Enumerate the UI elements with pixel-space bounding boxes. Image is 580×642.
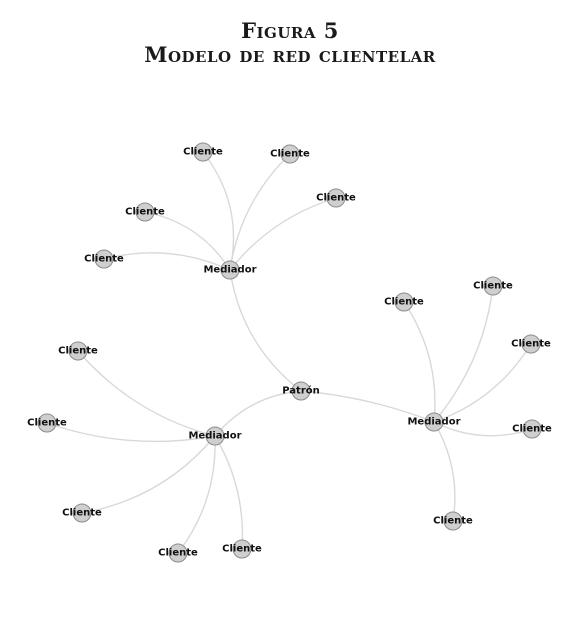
- node-circle-m3: [424, 412, 444, 432]
- node-mediador-m2: Mediador: [188, 426, 242, 446]
- node-circle-c7: [37, 413, 57, 433]
- node-label-c6: Cliente: [58, 346, 98, 357]
- edge-m2-c6: [77, 350, 216, 437]
- edges-layer: [46, 151, 533, 554]
- node-cliente-c13: Cliente: [511, 334, 551, 354]
- nodes-layer: PatrónMediadorMediadorMediadorClienteCli…: [27, 142, 552, 563]
- node-label-c10: Cliente: [222, 544, 262, 555]
- node-circle-c13: [521, 334, 541, 354]
- edge-m2-c7: [46, 422, 216, 443]
- node-circle-c2: [135, 202, 155, 222]
- node-label-c13: Cliente: [511, 339, 551, 350]
- node-label-c7: Cliente: [27, 418, 67, 429]
- node-cliente-c14: Cliente: [512, 419, 552, 439]
- edge-m2-c8: [81, 435, 216, 514]
- node-cliente-c9: Cliente: [158, 543, 198, 563]
- node-cliente-c10: Cliente: [222, 539, 262, 559]
- node-mediador-m1: Mediador: [203, 260, 257, 280]
- node-cliente-c11: Cliente: [384, 292, 424, 312]
- edge-m2-c9: [177, 435, 216, 554]
- node-cliente-c12: Cliente: [473, 276, 513, 296]
- node-label-c8: Cliente: [62, 508, 102, 519]
- node-circle-c12: [483, 276, 503, 296]
- edge-patron-m2: [214, 390, 302, 437]
- edge-m1-c1: [103, 252, 231, 271]
- edge-m2-c10: [214, 435, 244, 550]
- node-cliente-c6: Cliente: [58, 341, 98, 361]
- node-cliente-c5: Cliente: [316, 188, 356, 208]
- node-label-m1: Mediador: [203, 265, 256, 276]
- node-patron-patron: Patrón: [282, 381, 320, 401]
- node-circle-c3: [193, 142, 213, 162]
- edge-m1-c4: [229, 153, 291, 271]
- node-circle-m2: [205, 426, 225, 446]
- edge-m1-c2: [144, 211, 231, 271]
- edge-patron-m1: [229, 269, 302, 392]
- node-cliente-c4: Cliente: [270, 144, 310, 164]
- node-label-c4: Cliente: [270, 149, 310, 160]
- node-circle-c9: [168, 543, 188, 563]
- node-label-c2: Cliente: [125, 207, 165, 218]
- edge-patron-m3: [300, 390, 435, 423]
- node-label-c11: Cliente: [384, 297, 424, 308]
- node-circle-c1: [94, 249, 114, 269]
- figure-subtitle: Modelo de red clientelar: [144, 42, 436, 67]
- node-mediador-m3: Mediador: [407, 412, 461, 432]
- node-label-c9: Cliente: [158, 548, 198, 559]
- node-label-patron: Patrón: [282, 385, 320, 397]
- node-cliente-c1: Cliente: [84, 249, 124, 269]
- edge-m3-c14: [433, 421, 533, 437]
- node-label-c12: Cliente: [473, 281, 513, 292]
- node-label-c5: Cliente: [316, 193, 356, 204]
- node-circle-m1: [220, 260, 240, 280]
- node-cliente-c8: Cliente: [62, 503, 102, 523]
- node-circle-c15: [443, 511, 463, 531]
- node-cliente-c3: Cliente: [183, 142, 223, 162]
- edge-m3-c11: [403, 301, 436, 423]
- node-circle-c10: [232, 539, 252, 559]
- node-circle-c4: [280, 144, 300, 164]
- edge-m1-c3: [202, 151, 235, 271]
- node-label-m2: Mediador: [188, 431, 241, 442]
- node-label-c14: Cliente: [512, 424, 552, 435]
- node-cliente-c2: Cliente: [125, 202, 165, 222]
- edge-m3-c12: [433, 285, 494, 423]
- edge-m3-c15: [433, 421, 456, 522]
- node-cliente-c7: Cliente: [27, 413, 67, 433]
- node-label-c3: Cliente: [183, 147, 223, 158]
- node-label-c1: Cliente: [84, 254, 124, 265]
- node-circle-c11: [394, 292, 414, 312]
- figure-title: Figura 5: [241, 18, 339, 43]
- edge-m3-c13: [433, 343, 532, 423]
- node-circle-c5: [326, 188, 346, 208]
- edge-m1-c5: [229, 197, 337, 271]
- node-label-c15: Cliente: [433, 516, 473, 527]
- node-cliente-c15: Cliente: [433, 511, 473, 531]
- node-circle-c6: [68, 341, 88, 361]
- node-circle-patron: [291, 381, 311, 401]
- node-label-m3: Mediador: [407, 417, 460, 428]
- node-circle-c14: [522, 419, 542, 439]
- node-circle-c8: [72, 503, 92, 523]
